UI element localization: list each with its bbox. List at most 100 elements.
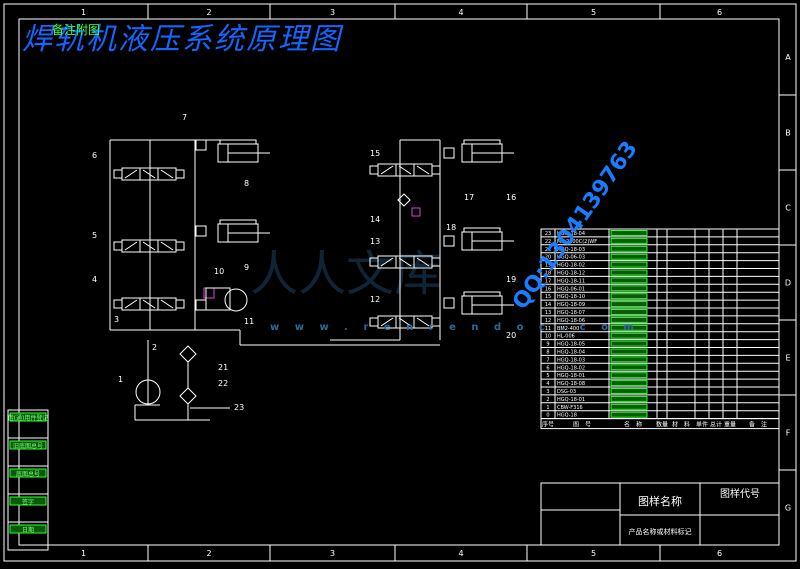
parts-table-row-no: 10 [545, 334, 551, 340]
parts-name-cell [610, 277, 648, 284]
valve-arrow [398, 317, 412, 327]
parts-name-cell [610, 245, 648, 252]
parts-name-cell [610, 293, 648, 300]
component-label-17: 17 [464, 193, 474, 202]
valve-arrow [124, 169, 138, 179]
parts-table-row-code: DSG-03 [557, 389, 576, 395]
border-letter-right: B [785, 129, 791, 138]
stamp-label-bg [9, 524, 47, 534]
parts-table-row-no: 15 [545, 294, 551, 300]
solenoid [113, 169, 123, 179]
parts-table-row-no: 20 [545, 255, 551, 261]
parts-table-row-code: HGQ-18-03 [557, 247, 585, 253]
solenoid [369, 165, 379, 175]
parts-table-header-cell: 总计 [710, 421, 722, 429]
parts-table-row-code: CBW-F316 [557, 405, 583, 411]
parts-name-cell [610, 316, 648, 323]
parts-name-cell [610, 372, 648, 379]
solenoid [369, 257, 379, 267]
parts-table-row-code: HGQ-18-11 [557, 278, 585, 284]
parts-name-cell [610, 324, 648, 331]
component-label-22: 22 [218, 379, 228, 388]
drawing-code-label: 图样代号 [720, 487, 760, 500]
parts-table-row-no: 6 [546, 365, 549, 371]
parts-table-row-no: 1 [546, 405, 549, 411]
border-letter-right: A [785, 53, 791, 62]
valve-arrow [398, 165, 412, 175]
solenoid [431, 257, 441, 267]
outer-border [3, 3, 797, 562]
component-label-12: 12 [370, 295, 380, 304]
parts-table-row-no: 4 [546, 381, 549, 387]
parts-table-row-code: HGQ-18-04 [557, 350, 585, 356]
stamp-label: 签字 [22, 498, 34, 506]
parts-table-row-no: 14 [545, 302, 551, 308]
parts-name-cell [610, 348, 648, 355]
valve-14 [397, 193, 411, 207]
parts-table-row-code: HGQ-18-12 [557, 271, 585, 277]
parts-table-row-code: HGQ-06-01 [557, 286, 585, 292]
parts-table-header-cell: 单件 [696, 421, 708, 429]
component-label-2: 2 [152, 343, 157, 352]
solenoid [113, 241, 123, 251]
component-label-14: 14 [370, 215, 380, 224]
parts-table-row-code: HGQ-18-06 [557, 318, 585, 324]
parts-table-row-code: HGQ-18-02 [557, 365, 585, 371]
parts-name-cell [610, 356, 648, 363]
cylinder-cap [463, 227, 501, 233]
border-number-top: 2 [206, 8, 211, 17]
check-valve-17 [443, 147, 455, 159]
border-letter-right: C [785, 204, 791, 213]
solenoid [431, 317, 441, 327]
border-number-top: 6 [717, 8, 722, 17]
component-label-8: 8 [244, 179, 249, 188]
component-label-4: 4 [92, 275, 97, 284]
title-badge: 备注附图 [52, 23, 101, 37]
cylinder-cap [463, 291, 501, 297]
component-label-13: 13 [370, 237, 380, 246]
stamp-label-bg [9, 496, 47, 506]
stamp-label-bg [9, 440, 47, 450]
border-number-top: 1 [81, 8, 86, 17]
parts-name-cell [610, 269, 648, 276]
solenoid [369, 317, 379, 327]
parts-table-header-cell: 数量 [656, 421, 668, 429]
parts-name-cell [610, 261, 648, 268]
drawing-name-label: 图样名称 [638, 494, 682, 508]
border-letter-right: F [786, 429, 791, 438]
parts-table-row-no: 7 [546, 357, 549, 363]
parts-table-row-code: HGQ-18-07 [557, 310, 585, 316]
component-label-5: 5 [92, 231, 97, 240]
parts-table-row-code: HGQ-18 [557, 413, 577, 419]
solenoid [113, 299, 123, 309]
valve-arrow [160, 241, 174, 251]
watermark-site: w w w . r e n r e n d o c . c o m [270, 322, 640, 333]
border-number-bottom: 4 [458, 549, 463, 558]
parts-table-row-no: 9 [546, 342, 549, 348]
parts-table-row-no: 12 [545, 318, 551, 324]
parts-table-row-no: 21 [545, 247, 551, 253]
parts-name-cell [610, 285, 648, 292]
parts-table-row-no: 17 [545, 278, 551, 284]
valve-arrow [380, 257, 394, 267]
valve-arrow [380, 165, 394, 175]
solenoid [175, 299, 185, 309]
parts-table-row-code: HGQ-18-03 [557, 357, 585, 363]
filter-22 [179, 387, 197, 405]
stamp-label-bg [9, 412, 47, 422]
valve-arrow [380, 317, 394, 327]
valve-arrow [160, 299, 174, 309]
parts-name-cell [610, 380, 648, 387]
watermark-logo-text: 人人文库 [250, 246, 442, 302]
parts-table-row-no: 13 [545, 310, 551, 316]
parts-table-row-code: HGQ-06-03 [557, 255, 585, 261]
valve-arrow [398, 257, 412, 267]
component-label-23: 23 [234, 403, 244, 412]
parts-table-row-code: MF-2100C(2)WF [557, 239, 597, 245]
border-number-top: 3 [330, 8, 335, 17]
border-number-top: 5 [591, 8, 596, 17]
component-label-20: 20 [506, 331, 516, 340]
accumulator-base [205, 287, 231, 311]
valve-arrow [160, 169, 174, 179]
